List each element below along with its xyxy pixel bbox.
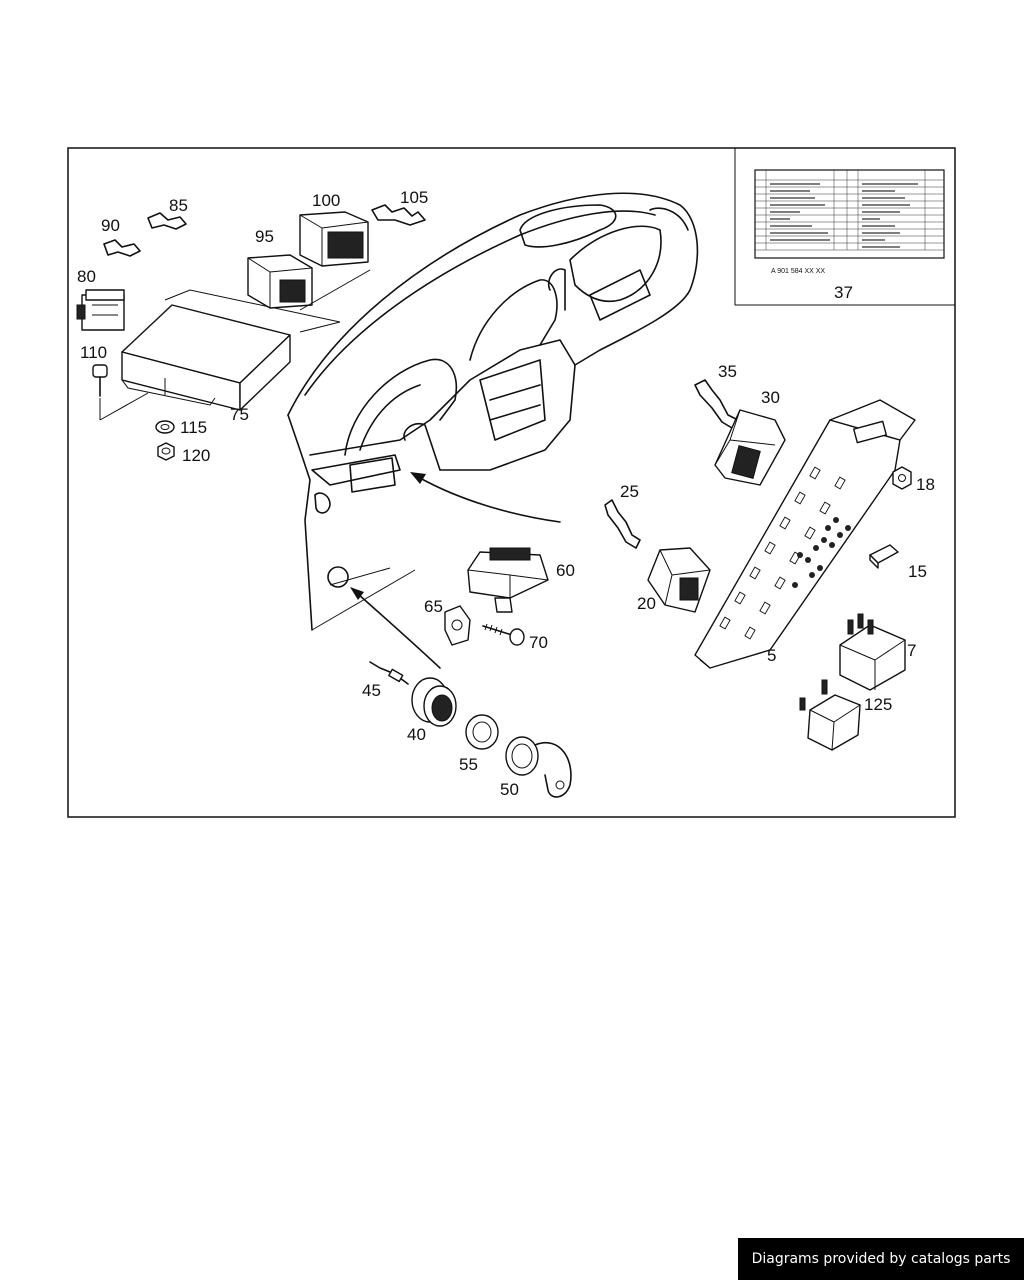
watermark-banner: Diagrams provided by catalogs parts xyxy=(738,1238,1024,1280)
callout-40: 40 xyxy=(407,725,426,744)
callout-120: 120 xyxy=(182,446,210,465)
callout-95: 95 xyxy=(255,227,274,246)
part-50-cap xyxy=(505,736,572,798)
part-25-terminal xyxy=(604,499,641,549)
part-40-round-connector xyxy=(411,677,457,727)
callout-25: 25 xyxy=(620,482,639,501)
part-115-washer xyxy=(155,420,175,434)
part-18-nut xyxy=(892,466,912,490)
callout-125: 125 xyxy=(864,695,892,714)
callout-20: 20 xyxy=(637,594,656,613)
callout-100: 100 xyxy=(312,191,340,210)
part-5-fuse-relay-box xyxy=(694,399,916,669)
part-85-terminal xyxy=(147,212,187,230)
part-105-terminal xyxy=(371,204,426,226)
callout-37: 37 xyxy=(834,283,853,302)
part-80-connector-block xyxy=(76,289,125,331)
callout-115: 115 xyxy=(180,418,207,437)
callout-5: 5 xyxy=(767,646,776,665)
part-30-connector xyxy=(714,409,786,486)
part-65-bracket xyxy=(444,605,471,646)
part-100-connector xyxy=(299,211,371,311)
part-70-screw xyxy=(482,623,525,646)
diagram-frame xyxy=(67,147,956,818)
assembly-arrows xyxy=(350,472,561,669)
inset-part-number: A 901 584 XX XX xyxy=(771,268,825,275)
inset-label-table xyxy=(755,170,944,251)
callout-15: 15 xyxy=(908,562,927,581)
callout-80: 80 xyxy=(77,267,96,286)
callout-110: 110 xyxy=(80,343,107,362)
callout-105: 105 xyxy=(400,188,428,207)
part-90-terminal xyxy=(103,239,141,257)
inset-label-panel: A 901 584 XX XX xyxy=(734,148,955,306)
part-55-ring xyxy=(465,714,499,750)
callout-labels: 5 7 15 18 20 25 30 35 37 40 45 50 55 60 … xyxy=(77,188,935,799)
part-20-connector xyxy=(647,547,711,613)
part-110-screw xyxy=(92,364,108,397)
callout-90: 90 xyxy=(101,216,120,235)
callout-75: 75 xyxy=(230,405,249,424)
callout-18: 18 xyxy=(916,475,935,494)
part-120-nut xyxy=(157,442,175,461)
callout-35: 35 xyxy=(718,362,737,381)
part-95-connector xyxy=(247,254,313,309)
dashboard-drawing xyxy=(287,192,699,631)
part-35-terminal xyxy=(694,379,739,429)
part-45-pin xyxy=(369,661,409,685)
callout-60: 60 xyxy=(556,561,575,580)
part-75-control-unit xyxy=(99,289,341,421)
part-7-relay xyxy=(839,613,906,691)
part-125-relay xyxy=(799,679,861,751)
callout-55: 55 xyxy=(459,755,478,774)
callout-50: 50 xyxy=(500,780,519,799)
callout-70: 70 xyxy=(529,633,548,652)
part-15-fuse xyxy=(869,544,899,569)
callout-30: 30 xyxy=(761,388,780,407)
callout-45: 45 xyxy=(362,681,381,700)
part-60-switch-assembly xyxy=(467,547,549,613)
relay-cluster xyxy=(792,517,851,588)
callout-85: 85 xyxy=(169,196,188,215)
callout-65: 65 xyxy=(424,597,443,616)
callout-7: 7 xyxy=(907,641,916,660)
